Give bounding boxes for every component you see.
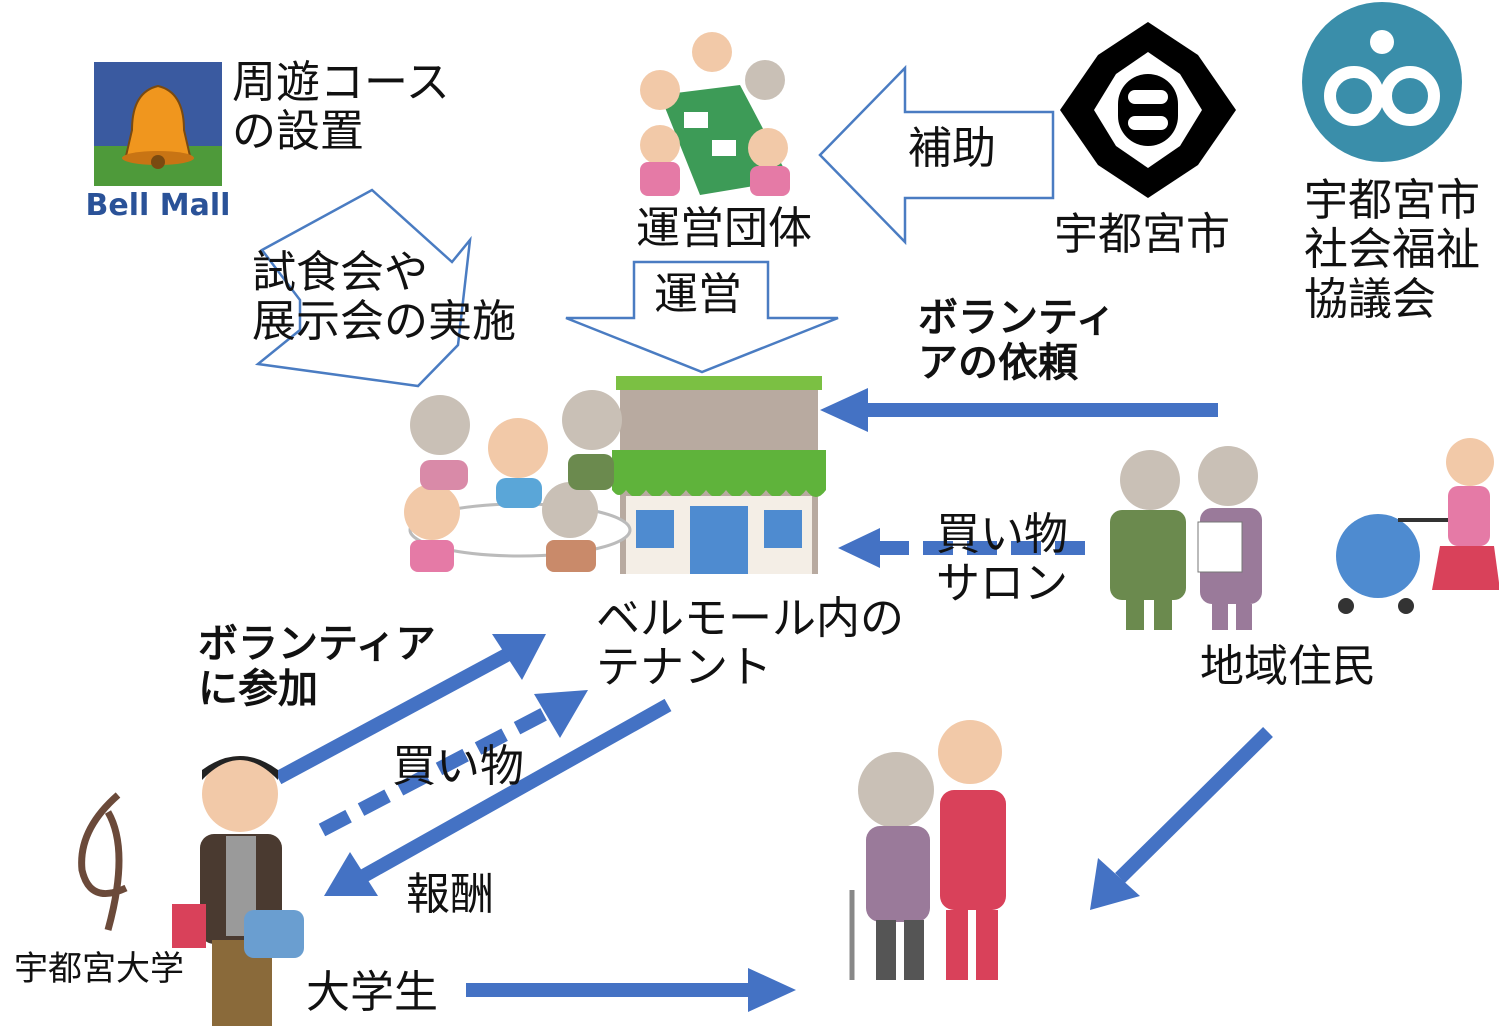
shopping-label: 買い物 <box>392 741 524 792</box>
operate-arrow <box>565 260 839 374</box>
course-label: 周遊コース の設置 <box>232 57 450 158</box>
bell-mall-logo: Bell Mall <box>78 56 238 224</box>
volunteer-request-label: ボランティ アの依頼 <box>918 295 1116 386</box>
university-emblem-icon <box>78 792 128 931</box>
join-volunteer-label: ボランティア に参加 <box>198 621 436 712</box>
caregiver-elderly-icon <box>849 720 1006 980</box>
subsidy-arrow <box>818 64 1055 246</box>
org-label: 運営団体 <box>636 203 812 254</box>
student-icon <box>172 756 304 1026</box>
city-label: 宇都宮市 <box>1054 209 1230 260</box>
council-label: 宇都宮市 社会福祉 協議会 <box>1304 175 1480 325</box>
tasting-label: 試食会や 展示会の実施 <box>252 247 516 348</box>
mother-stroller-icon <box>1336 438 1499 614</box>
residents-label: 地域住民 <box>1200 641 1376 692</box>
subsidy-label: 補助 <box>908 123 996 174</box>
bell-icon <box>94 62 222 186</box>
reward-label: 報酬 <box>406 869 494 920</box>
tenant-label: ベルモール内の テナント <box>596 593 904 694</box>
shop-icon <box>612 376 826 574</box>
shopping-salon-label: 買い物 サロン <box>936 509 1068 610</box>
city-emblem-icon <box>1060 22 1236 198</box>
bell-mall-text: Bell Mall <box>85 188 231 223</box>
tasting-curved-arrow <box>254 188 472 388</box>
council-emblem-icon <box>1302 2 1462 162</box>
operate-label: 運営 <box>654 269 742 320</box>
table-people-icon <box>404 390 632 572</box>
university-label: 宇都宮大学 <box>14 949 184 989</box>
elderly-couple-icon <box>1110 446 1262 630</box>
student-label: 大学生 <box>306 967 438 1018</box>
meeting-people-icon <box>640 32 790 196</box>
